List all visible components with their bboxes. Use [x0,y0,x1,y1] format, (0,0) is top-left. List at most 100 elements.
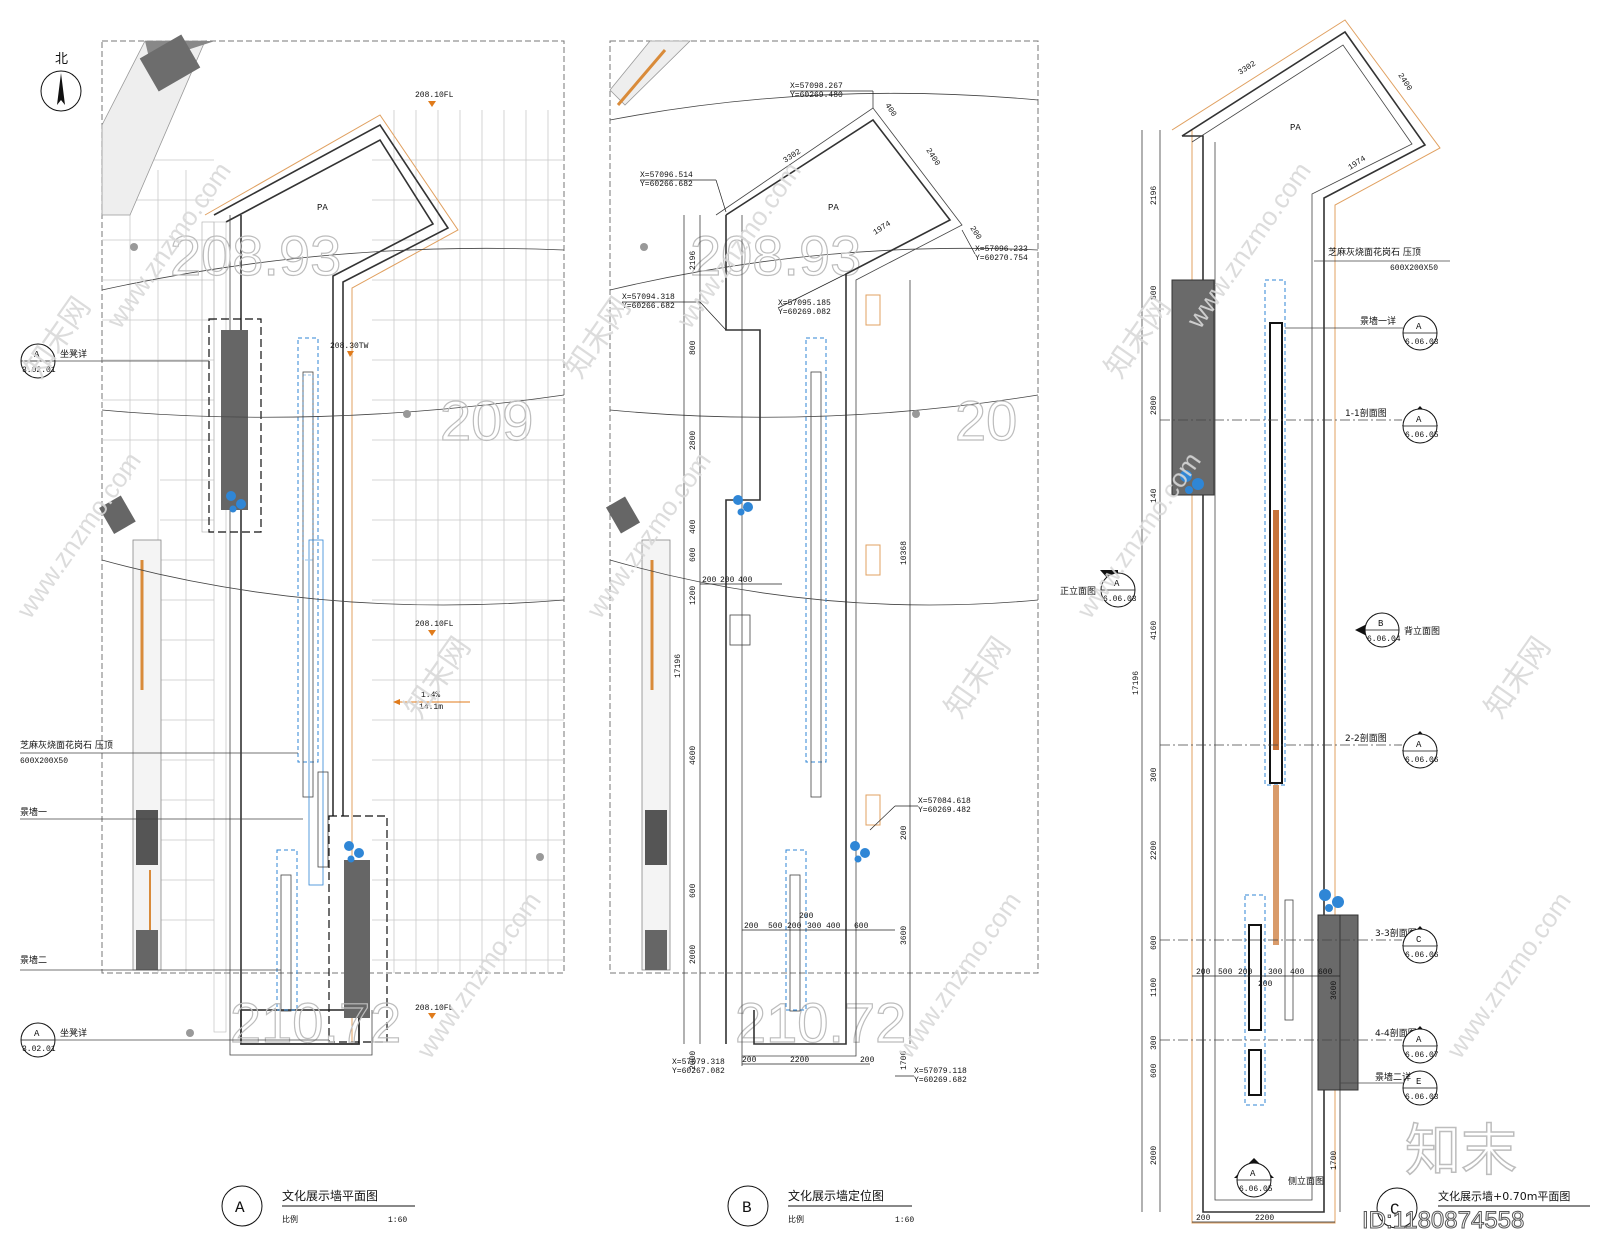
svg-text:140: 140 [1150,488,1159,503]
svg-text:知末网: 知末网 [1099,291,1178,384]
north-arrow: 北 [40,52,82,112]
panel-a-slope-length: 14.1m [419,703,443,712]
panel-a-stone-texture-north [221,330,248,510]
svg-text:500: 500 [1218,968,1233,977]
panel-b-coord-1: X=57098.267 Y=60269.480 [790,82,874,108]
panel-b-coord-5: X=57095.185 Y=60269.082 [777,273,847,317]
svg-text:200: 200 [720,576,735,585]
svg-text:景墙二详: 景墙二详 [1375,1071,1411,1083]
svg-text:A: A [1250,1169,1256,1179]
svg-text:2800: 2800 [1150,396,1159,415]
svg-text:17196: 17196 [1132,671,1141,695]
svg-text:200: 200 [787,922,802,931]
svg-text:www.znzmo.com: www.znzmo.com [1070,446,1207,624]
panel-b-scale-label: 比例 [788,1214,804,1224]
panel-b-contour-2: 20 [955,389,1017,452]
svg-text:3302: 3302 [1237,59,1258,77]
watermark-id: ID:1180874558 [1362,1207,1524,1234]
svg-text:2400: 2400 [923,147,941,168]
svg-text:知末网: 知末网 [939,631,1018,724]
panel-c-callout-section-3: 3-3剖面图 C 6.06.06 [1160,926,1439,964]
svg-text:E: E [1416,1077,1421,1087]
svg-text:200: 200 [860,1056,875,1065]
panel-b-gear-icon-south [850,841,870,863]
svg-text:Y=60269.682: Y=60269.682 [914,1076,967,1085]
svg-text:4160: 4160 [1150,621,1159,640]
svg-text:1700: 1700 [900,1051,909,1070]
panel-b-gear-icon-north [733,495,753,516]
svg-text:1100: 1100 [1150,978,1159,997]
svg-text:Y=60269.082: Y=60269.082 [778,308,831,317]
panel-a-label-granite-size: 600X200X50 [20,757,68,766]
svg-text:Y=60267.082: Y=60267.082 [672,1067,725,1076]
svg-text:www.znzmo.com: www.znzmo.com [1180,156,1317,334]
panel-a-scale-value: 1:60 [388,1216,407,1225]
svg-text:6.06.03: 6.06.03 [1103,595,1137,604]
svg-text:6.06.05: 6.06.05 [1239,1185,1273,1194]
svg-text:6.06.06: 6.06.06 [1405,951,1439,960]
panel-a-title: 文化展示墙平面图 [282,1188,378,1203]
svg-text:200: 200 [1196,968,1211,977]
svg-text:知末网: 知末网 [19,291,98,384]
svg-text:正立面图: 正立面图 [1060,585,1096,597]
svg-text:www.znzmo.com: www.znzmo.com [410,886,547,1064]
svg-text:1974: 1974 [872,219,893,237]
panel-c-circle-label: C [1390,1201,1400,1219]
panel-b-setting-out: 208.93 20 210.72 PA X=57098.267 Y=60269.… [605,40,1039,1227]
svg-text:6.06.05: 6.06.05 [1405,431,1439,440]
svg-text:3.02.01: 3.02.01 [22,1045,56,1054]
panel-a-pa-label: PA [317,203,328,213]
svg-text:600: 600 [1150,1063,1159,1078]
svg-text:Y=60270.754: Y=60270.754 [975,254,1028,263]
svg-text:300: 300 [807,922,822,931]
panel-b-coord-3: X=57096.233 Y=60270.754 [961,229,1028,263]
svg-text:A: A [1114,579,1120,589]
panel-c-plan-070: PA 3302 2400 1974 2196 800 28 [1060,19,1590,1229]
svg-text:200: 200 [1238,968,1253,977]
svg-text:X=57084.618: X=57084.618 [918,797,971,806]
svg-text:1974: 1974 [1347,154,1368,172]
svg-text:www.znzmo.com: www.znzmo.com [10,446,147,624]
panel-a-callout-bench-bottom: A 3.02.01 坐凳详 [20,1022,329,1058]
panel-c-dims-mid: 200 500 200 300 400 600 200 [1196,968,1333,989]
panel-a-contour-2: 209 [440,389,533,452]
svg-text:300: 300 [1150,1035,1159,1050]
panel-a-bench-north [208,318,262,533]
svg-text:400: 400 [1290,968,1305,977]
svg-text:800: 800 [689,340,698,355]
svg-text:6.06.03: 6.06.03 [1405,1093,1439,1102]
svg-text:Y=60266.682: Y=60266.682 [640,180,693,189]
panel-a-circle-label: A [235,1199,245,1217]
panel-a-elev-4: 208.10FL [415,1004,454,1013]
north-label: 北 [55,52,68,67]
panel-a-bench-south [328,815,388,1043]
svg-text:200: 200 [702,576,717,585]
svg-text:www.znzmo.com: www.znzmo.com [1440,886,1577,1064]
svg-text:200: 200 [1196,1214,1211,1223]
svg-text:600: 600 [689,883,698,898]
svg-text:A: A [1416,740,1422,750]
svg-text:X=57096.233: X=57096.233 [975,245,1028,254]
svg-text:B: B [1378,619,1384,629]
panel-b-dims-bottom: 200 2200 200 [742,1056,875,1065]
svg-text:2196: 2196 [1150,186,1159,205]
panel-b-dims-mid-row1: 200 200 400 [702,576,753,585]
svg-text:600: 600 [1318,968,1333,977]
svg-text:A: A [34,350,40,360]
panel-c-callout-side-elevation: A 6.06.05 侧立面图 [1234,1158,1324,1198]
panel-b-dims-top: 3302 400 2400 1974 200 [782,102,983,242]
watermark-logo: 知末 [1405,1119,1517,1184]
panel-a-scale-label: 比例 [282,1214,298,1224]
panel-b-coord-8: X=57079.118 Y=60269.682 [895,1067,967,1085]
panel-a-label-wall-one: 景墙一 [20,806,47,818]
svg-text:200: 200 [900,825,909,840]
panel-a-elev-1: 208.10FL [415,91,454,100]
panel-a-elev-3: 208.10FL [415,620,454,629]
panel-c-pa-label: PA [1290,123,1301,133]
svg-text:3600: 3600 [900,926,909,945]
svg-text:1700: 1700 [1330,1151,1339,1170]
svg-text:500: 500 [768,922,783,931]
panel-b-circle-label: B [742,1199,752,1217]
panel-b-dims-left: 2196 800 2800 400 600 1200 4600 600 2000… [674,251,698,1070]
svg-text:400: 400 [882,102,898,119]
